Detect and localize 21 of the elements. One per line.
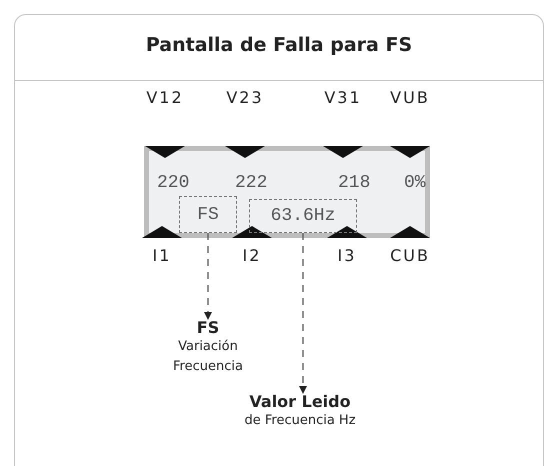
leader-arrow	[299, 233, 307, 394]
display-reading: 218	[338, 173, 370, 193]
annotation-heading: Valor Leido	[249, 392, 351, 411]
channel-label: I2	[242, 246, 262, 265]
channel-label: V23	[226, 88, 264, 107]
channel-label: CUB	[390, 246, 430, 265]
highlight-box: FS	[179, 196, 237, 233]
diagram-title: Pantalla de Falla para FS	[144, 34, 414, 56]
annotation-text: de Frecuencia Hz	[243, 412, 357, 430]
lcd-display	[144, 146, 430, 238]
annotation-text: Variación Frecuencia	[172, 338, 244, 376]
display-reading: 222	[235, 173, 268, 193]
channel-label: I1	[152, 246, 172, 265]
channel-label: V31	[324, 88, 362, 107]
channel-label: I3	[338, 246, 356, 265]
leader-arrow	[204, 233, 212, 320]
display-reading: 220	[157, 173, 190, 193]
channel-label: VUB	[390, 88, 430, 107]
channel-label: V12	[146, 88, 184, 107]
annotation-heading: FS	[196, 318, 220, 337]
display-reading: 0%	[404, 173, 426, 193]
